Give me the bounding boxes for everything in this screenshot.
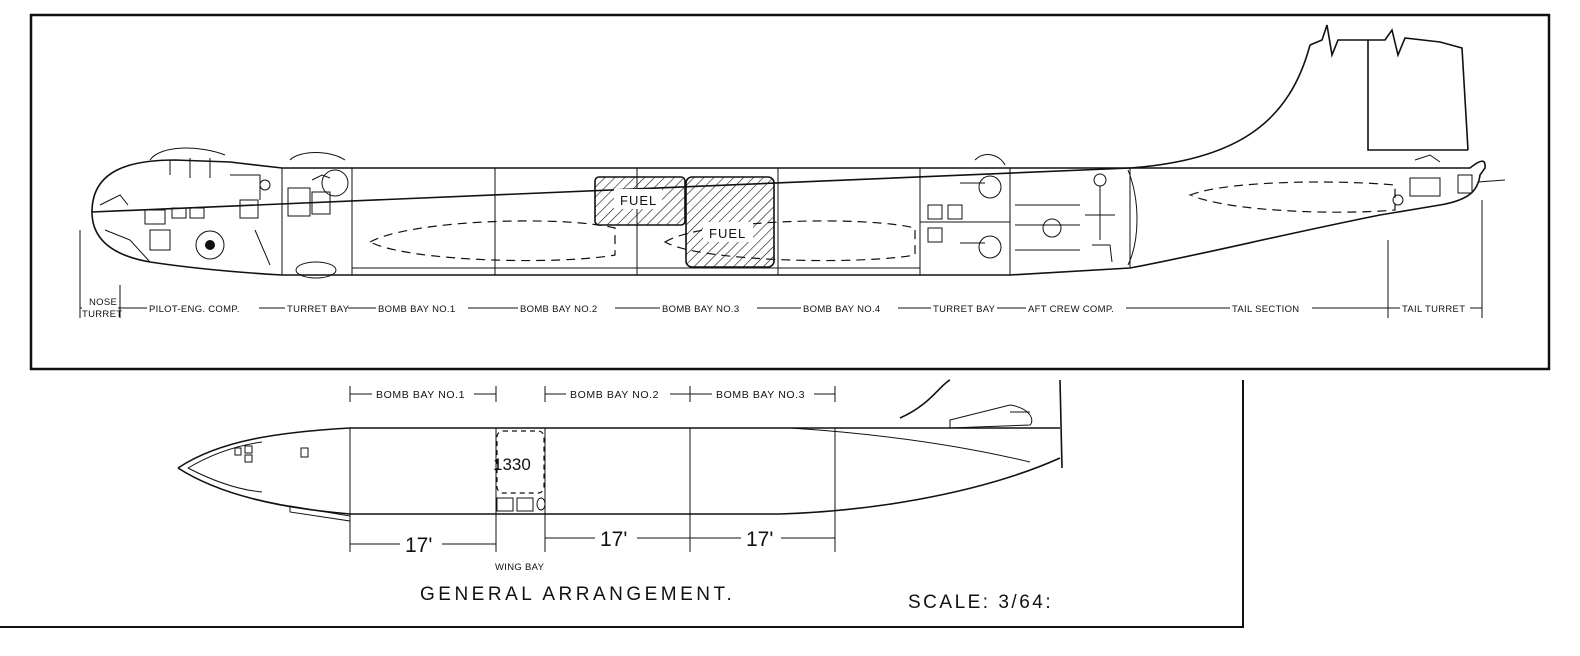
- fuel-label-2: FUEL: [709, 226, 746, 241]
- aft-crew-detail: [1015, 169, 1138, 266]
- section-label-bomb-bay-3: BOMB BAY NO.3: [662, 304, 739, 315]
- section-dimension-line: [79, 200, 1483, 318]
- section-label-pilot-eng: PILOT-ENG. COMP.: [149, 304, 240, 315]
- cockpit-detail: [99, 147, 271, 266]
- section-label-bomb-bay-1: BOMB BAY NO.1: [378, 304, 455, 315]
- plan-bay-dimensions: BOMB BAY NO.1 BOMB BAY NO.2 BOMB BAY NO.…: [349, 386, 836, 402]
- plan-length-dimensions: 17' 17' 17' WING BAY: [349, 510, 836, 573]
- section-label-tail-turret: TAIL TURRET: [1402, 304, 1465, 315]
- section-label-bomb-bay-4: BOMB BAY NO.4: [803, 304, 880, 315]
- plan-bay-label-3: BOMB BAY NO.3: [716, 389, 805, 401]
- dimension-17-2: 17': [600, 528, 627, 551]
- wing-bay-tank: 1330: [493, 430, 546, 512]
- dimension-17-3: 17': [746, 528, 773, 551]
- plan-fuselage: [177, 379, 1063, 522]
- wing-tank-label: 1330: [493, 455, 531, 474]
- fuselage-profile: [91, 24, 1506, 276]
- section-label-nose-1: NOSE: [89, 297, 117, 308]
- dimension-17-1: 17': [405, 534, 432, 557]
- drawing-title: GENERAL ARRANGEMENT.: [420, 584, 735, 605]
- section-label-turret-bay-fwd: TURRET BAY: [287, 304, 350, 315]
- section-label-nose-2: TURRET: [82, 309, 122, 320]
- fuel-tanks: FUEL FUEL: [594, 176, 775, 268]
- aft-turret-bay: [920, 154, 1010, 259]
- section-labels: NOSE TURRET PILOT-ENG. COMP. TURRET BAY …: [82, 296, 1470, 320]
- plan-bay-label-2: BOMB BAY NO.2: [570, 389, 659, 401]
- section-label-bomb-bay-2: BOMB BAY NO.2: [520, 304, 597, 315]
- fwd-turret-bay: [287, 152, 349, 279]
- tail-turret-detail: [1392, 154, 1473, 206]
- section-label-turret-bay-aft: TURRET BAY: [933, 304, 996, 315]
- wing-bay-label: WING BAY: [495, 562, 545, 573]
- plan-bay-label-1: BOMB BAY NO.1: [376, 389, 465, 401]
- section-label-tail-section: TAIL SECTION: [1232, 304, 1299, 315]
- fuel-label-1: FUEL: [620, 193, 657, 208]
- drawing-scale: SCALE: 3/64:: [908, 592, 1053, 613]
- profile-frame: [29, 13, 1551, 371]
- section-label-aft-crew: AFT CREW COMP.: [1028, 304, 1114, 315]
